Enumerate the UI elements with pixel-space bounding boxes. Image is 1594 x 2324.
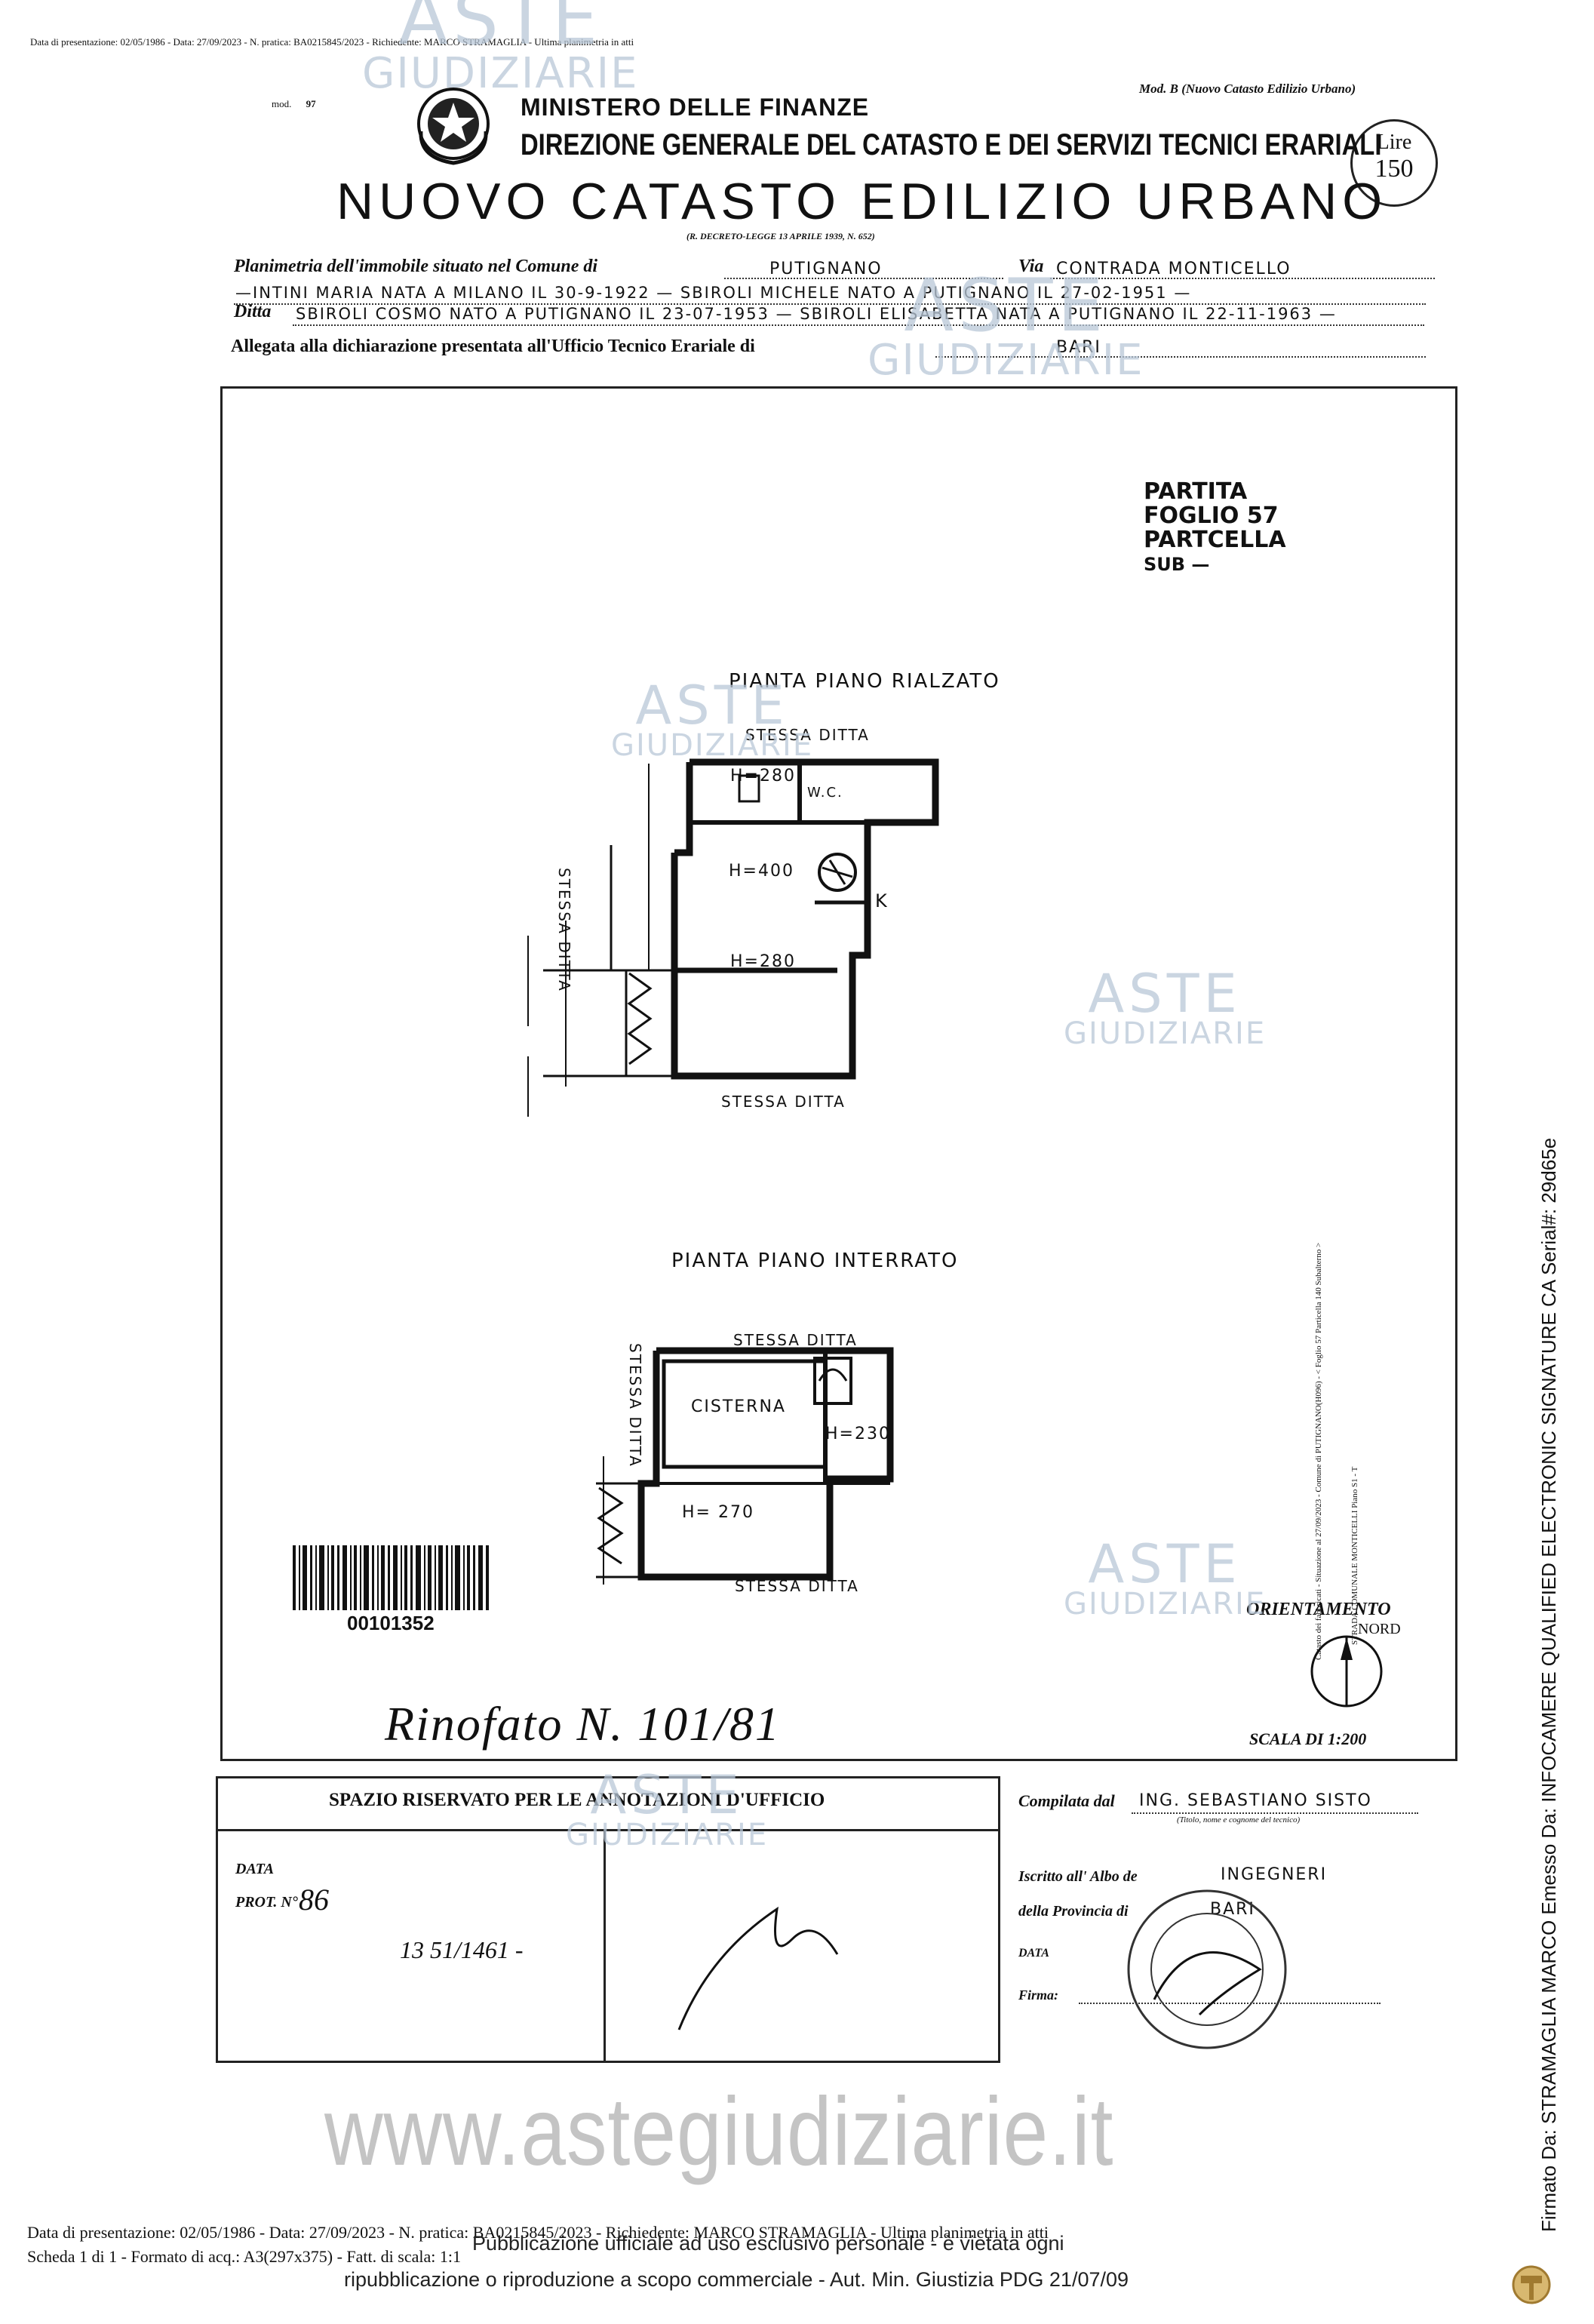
via-value: CONTRADA MONTICELLO xyxy=(1056,260,1291,278)
interrato-cisterna: CISTERNA xyxy=(691,1397,786,1416)
footer-line1: Data di presentazione: 02/05/1986 - Data… xyxy=(27,2223,1049,2242)
rialzato-k: K xyxy=(875,890,889,911)
via-label: Via xyxy=(1018,257,1044,276)
rialzato-h2: H=400 xyxy=(729,862,794,881)
plan-interrato-title: PIANTA PIANO INTERRATO xyxy=(671,1250,959,1272)
handwritten-note: Rinofato N. 101/81 xyxy=(385,1697,781,1751)
provincia-label: della Provincia di xyxy=(1018,1903,1129,1920)
allegata-label: Allegata alla dichiarazione presentata a… xyxy=(231,337,755,356)
office-title: SPAZIO RISERVATO PER LE ANNOTAZIONI D'UF… xyxy=(329,1790,825,1810)
direction: DIREZIONE GENERALE DEL CATASTO E DEI SER… xyxy=(521,128,1382,161)
office-signature xyxy=(677,1906,839,2030)
albo-value: INGEGNERI xyxy=(1221,1865,1328,1884)
barcode xyxy=(293,1545,489,1610)
rialzato-wc: W.C. xyxy=(807,785,843,801)
partita-label: PARTITA xyxy=(1144,478,1248,505)
top-meta: Data di presentazione: 02/05/1986 - Data… xyxy=(30,36,634,48)
plan-interrato-drawing xyxy=(596,1347,894,1585)
firma-label: Firma: xyxy=(1018,1987,1059,2003)
owners-line2: SBIROLI COSMO NATO A PUTIGNANO IL 23-07-… xyxy=(296,305,1337,323)
orientamento-label: ORIENTAMENTO xyxy=(1246,1600,1391,1619)
compilata-data-label: DATA xyxy=(1018,1947,1049,1960)
footer-notice-1: Pubblicazione ufficiale ad uso esclusivo… xyxy=(472,2232,1064,2255)
emblem-icon xyxy=(417,88,490,165)
partita-block: PARTITA FOGLIO 57 PARTCELLA SUB — xyxy=(1144,480,1286,576)
rialzato-h3: H=280 xyxy=(730,952,796,971)
rialzato-h1: H=280 xyxy=(730,767,796,785)
interrato-top-label: STESSA DITTA xyxy=(733,1331,858,1349)
drawing-frame xyxy=(220,386,1457,1761)
model-label: Mod. B (Nuovo Catasto Edilizio Urbano) xyxy=(1139,81,1356,96)
footer-notice-2: ripubblicazione o riproduzione a scopo c… xyxy=(344,2268,1129,2291)
side-stamp: Catasto dei fabbricati - Situazione al 2… xyxy=(1314,1242,1323,1660)
compilata-label: Compilata dal xyxy=(1018,1791,1115,1810)
interrato-h1: H=230 xyxy=(825,1425,891,1443)
ufficio-value: BARI xyxy=(1056,338,1101,357)
plan-rialzato-title: PIANTA PIANO RIALZATO xyxy=(729,670,1000,693)
interrato-left-label: STESSA DITTA xyxy=(626,1343,644,1468)
ditta-label: Ditta xyxy=(234,302,272,321)
stamp-lire: Lire 150 xyxy=(1350,119,1438,207)
scala-label: SCALA DI 1:200 xyxy=(1249,1729,1367,1748)
office-note: 13 51/1461 - xyxy=(400,1936,524,1963)
footer-line2: Scheda 1 di 1 - Formato di acq.: A3(297x… xyxy=(27,2247,461,2266)
interrato-bottom-label: STESSA DITTA xyxy=(735,1577,859,1595)
nord-label: NORD xyxy=(1358,1621,1401,1637)
particella-label: PARTCELLA xyxy=(1144,527,1286,553)
foglio-label: FOGLIO 57 xyxy=(1144,503,1279,529)
form-ref: mod. 97 xyxy=(272,98,316,110)
form-ref-prefix: mod. xyxy=(272,98,292,109)
plan-rialzato-drawing xyxy=(527,758,939,1117)
page-title: NUOVO CATASTO EDILIZIO URBANO xyxy=(336,173,1388,230)
office-prot-value: 86 xyxy=(299,1883,329,1917)
form-ref-number: 97 xyxy=(306,98,316,109)
rialzato-top-label: STESSA DITTA xyxy=(745,726,870,744)
rialzato-left-label: STESSA DITTA xyxy=(555,868,573,992)
north-arrow-icon xyxy=(1310,1635,1383,1708)
provincia-value: BARI xyxy=(1210,1900,1255,1919)
office-box xyxy=(216,1776,1000,2063)
ministry: MINISTERO DELLE FINANZE xyxy=(521,94,870,121)
planimetria-label: Planimetria dell'immobile situato nel Co… xyxy=(234,257,598,276)
watermark-site: www.astegiudiziarie.it xyxy=(324,2078,1114,2186)
comune-value: PUTIGNANO xyxy=(769,260,883,278)
rialzato-bottom-label: STESSA DITTA xyxy=(721,1093,846,1111)
signature-side: Firmato Da: STRAMAGLIA MARCO Emesso Da: … xyxy=(1537,1137,1560,2232)
gavel-logo-icon xyxy=(1512,2265,1551,2304)
iscritto-label: Iscritto all' Albo de xyxy=(1018,1868,1138,1885)
sub-label: SUB — xyxy=(1144,554,1210,575)
decree: (R. DECRETO-LEGGE 13 APRILE 1939, N. 652… xyxy=(686,231,875,241)
compilata-caption: (Titolo, nome e cognome del tecnico) xyxy=(1177,1815,1301,1824)
compilata-name: ING. SEBASTIANO SISTO xyxy=(1139,1791,1372,1810)
barcode-number: 00101352 xyxy=(347,1612,435,1634)
engineer-seal xyxy=(1127,1889,1287,2049)
owners-line1: —INTINI MARIA NATA A MILANO IL 30-9-1922… xyxy=(235,284,1192,302)
office-prot-label: PROT. N° xyxy=(235,1894,298,1911)
office-data-label: DATA xyxy=(235,1861,275,1877)
interrato-h2: H= 270 xyxy=(682,1503,754,1522)
